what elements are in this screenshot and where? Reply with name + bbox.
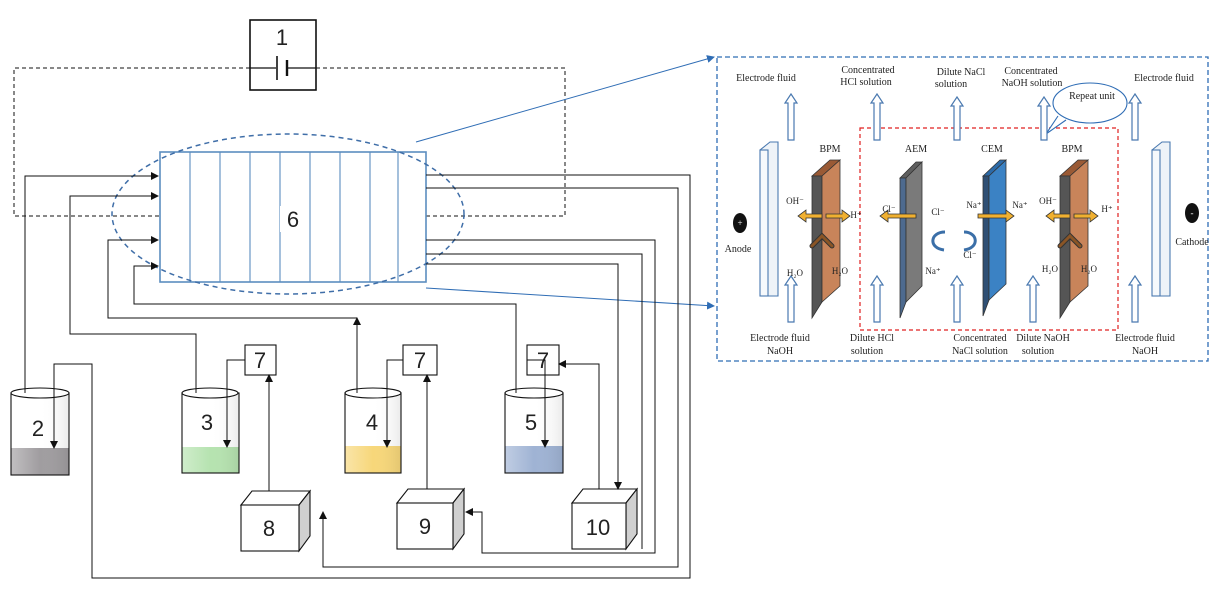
svg-text:HCl solution: HCl solution <box>840 77 891 88</box>
outflow-arrows <box>783 92 1143 141</box>
cathode-terminal <box>1185 203 1199 223</box>
svg-text:NaOH solution: NaOH solution <box>1002 78 1063 89</box>
svg-text:Na⁺: Na⁺ <box>925 266 940 276</box>
svg-text:9: 9 <box>419 514 431 539</box>
power-supply-box <box>249 19 317 91</box>
bpm-right-membrane: BPM <box>1058 144 1090 320</box>
repeat-unit-label: Repeat unit <box>1069 91 1115 102</box>
svg-text:Electrode fluid: Electrode fluid <box>1134 73 1194 84</box>
svg-text:Cl⁻: Cl⁻ <box>963 250 977 260</box>
svg-text:Dilute NaCl: Dilute NaCl <box>937 67 986 78</box>
svg-text:Electrode fluid: Electrode fluid <box>1115 333 1175 344</box>
svg-text:10: 10 <box>586 515 610 540</box>
svg-text:BPM: BPM <box>819 144 840 155</box>
cathode: - Cathode <box>1151 141 1209 297</box>
svg-text:Dilute NaOH: Dilute NaOH <box>1016 333 1070 344</box>
svg-text:Concentrated: Concentrated <box>953 333 1006 344</box>
blocked-ion-arrows <box>931 230 977 252</box>
tank-3: 3 <box>181 387 240 474</box>
pump-9: 9 <box>395 487 466 551</box>
ed-stack: 6 <box>159 151 427 283</box>
svg-text:BPM: BPM <box>1061 144 1082 155</box>
flow-meter-2: 7 <box>402 344 438 376</box>
svg-text:H₂O: H₂O <box>1042 264 1059 274</box>
stack-callout-ellipse <box>111 133 465 295</box>
piping <box>24 172 691 579</box>
electrical-wire-loop <box>13 67 566 217</box>
aem-membrane: AEM <box>899 144 927 319</box>
svg-text:Concentrated: Concentrated <box>1004 66 1057 77</box>
tank-4: 4 <box>344 387 402 474</box>
svg-text:Cl⁻: Cl⁻ <box>931 207 945 217</box>
svg-text:Dilute HCl: Dilute HCl <box>850 333 894 344</box>
svg-text:7: 7 <box>414 348 426 373</box>
power-supply: 1 <box>249 19 317 91</box>
anode-terminal <box>733 213 747 233</box>
cem-membrane: CEM <box>981 144 1008 317</box>
anode-label: Anode <box>725 244 752 255</box>
repeat-unit-callout: Repeat unit <box>1045 82 1128 135</box>
power-supply-number: 1 <box>276 25 288 50</box>
tank-3-number: 3 <box>201 410 213 435</box>
svg-text:H₂O: H₂O <box>787 268 804 278</box>
repeat-unit-box <box>859 127 1119 331</box>
tank-2-number: 2 <box>32 416 44 441</box>
svg-text:Na⁺: Na⁺ <box>966 200 981 210</box>
anode: + Anode <box>725 141 779 297</box>
tank-4-number: 4 <box>366 410 378 435</box>
svg-text:H₂O: H₂O <box>1081 264 1098 274</box>
svg-text:+: + <box>737 218 742 228</box>
svg-text:NaOH: NaOH <box>1132 346 1158 357</box>
ion-arrows <box>797 209 1099 223</box>
bottom-labels: Electrode fluid NaOH Dilute HCl solution… <box>750 333 1175 357</box>
top-labels: Electrode fluid Concentrated HCl solutio… <box>736 65 1194 90</box>
tank-5: 5 <box>504 387 564 474</box>
svg-text:H⁺: H⁺ <box>1101 204 1112 214</box>
inflow-arrows <box>783 274 1143 323</box>
tank-2: 2 <box>10 387 70 476</box>
stack-number: 6 <box>287 207 299 232</box>
water-split-arrows-fill <box>810 233 1082 248</box>
svg-text:AEM: AEM <box>905 144 927 155</box>
svg-text:CEM: CEM <box>981 144 1003 155</box>
svg-text:-: - <box>1191 208 1194 218</box>
svg-text:Cl⁻: Cl⁻ <box>882 204 896 214</box>
callout-line-top <box>415 55 715 143</box>
svg-text:Electrode fluid: Electrode fluid <box>750 333 810 344</box>
callout-line-bottom <box>425 287 715 310</box>
svg-text:NaOH: NaOH <box>767 346 793 357</box>
svg-text:solution: solution <box>1022 346 1054 357</box>
pump-10: 10 <box>570 487 639 551</box>
svg-text:8: 8 <box>263 516 275 541</box>
svg-text:Concentrated: Concentrated <box>841 65 894 76</box>
svg-text:OH⁻: OH⁻ <box>1039 196 1057 206</box>
svg-text:Electrode fluid: Electrode fluid <box>736 73 796 84</box>
ion-labels: OH⁻ H⁺ H₂O H₂O Cl⁻ Cl⁻ Na⁺ Na⁺ Na⁺ Cl⁻ O… <box>786 196 1113 278</box>
svg-text:solution: solution <box>935 79 967 90</box>
svg-text:OH⁻: OH⁻ <box>786 196 804 206</box>
tank-5-number: 5 <box>525 410 537 435</box>
cathode-label: Cathode <box>1175 237 1209 248</box>
svg-text:7: 7 <box>254 348 266 373</box>
svg-text:solution: solution <box>851 346 883 357</box>
svg-text:NaCl solution: NaCl solution <box>952 346 1008 357</box>
svg-text:Na⁺: Na⁺ <box>1012 200 1027 210</box>
flow-meter-1: 7 <box>244 344 277 376</box>
svg-text:H⁺: H⁺ <box>850 210 861 220</box>
pump-8: 8 <box>239 489 312 553</box>
svg-text:H₂O: H₂O <box>832 266 849 276</box>
bpm-left-membrane: BPM <box>810 144 842 320</box>
